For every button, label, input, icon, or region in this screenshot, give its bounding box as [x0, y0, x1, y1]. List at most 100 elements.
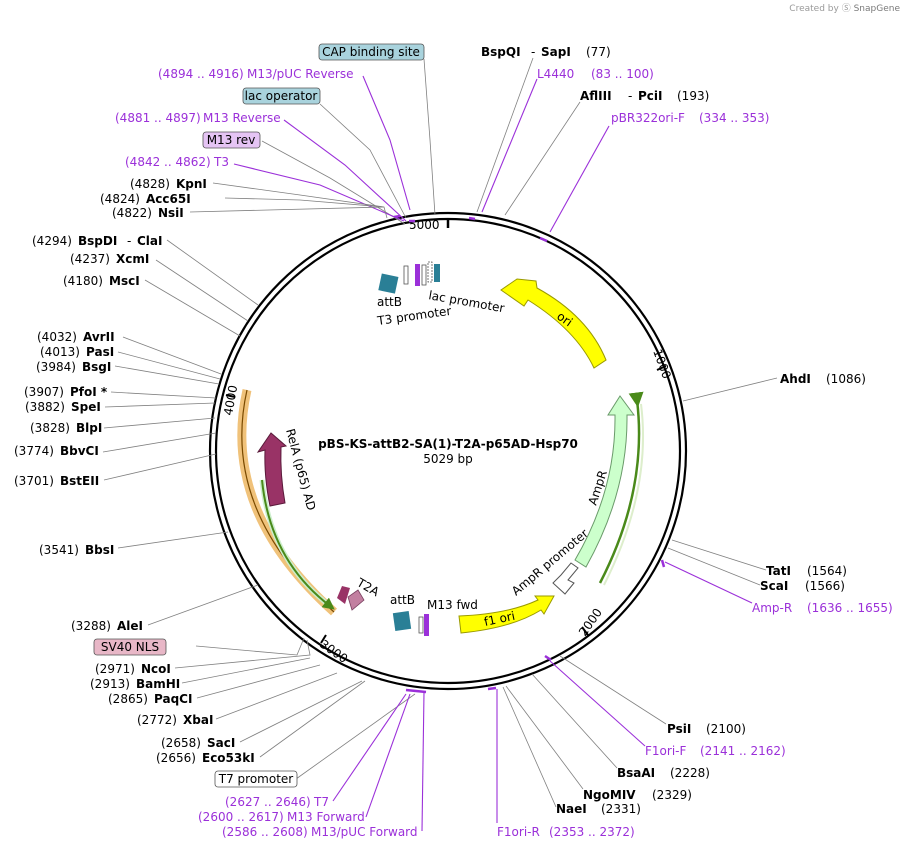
- label-t7-primer: (2627 .. 2646) T7: [225, 795, 329, 809]
- label-lacop: lac operator: [242, 87, 321, 105]
- label-f1ori-f: F1ori-F (2141 .. 2162): [645, 744, 786, 758]
- feature-attb-1-label: attB: [377, 295, 402, 309]
- label-bsteii: (3701) BstEII: [14, 474, 99, 488]
- label-spei: (3882) SpeI: [25, 400, 101, 414]
- leader-lines: [102, 57, 778, 832]
- label-acc65i: (4824) Acc65I: [100, 192, 191, 206]
- plasmid-length: 5029 bp: [423, 452, 473, 466]
- label-spei-pos: (3882): [25, 400, 65, 414]
- label-kpni: (4828) KpnI: [130, 177, 207, 191]
- svg-text:-: -: [628, 89, 632, 103]
- label-f1ori-f-pos: (2141 .. 2162): [700, 744, 786, 758]
- label-afliii-pos: (193): [677, 89, 709, 103]
- label-afliii-name: AflIII: [580, 89, 612, 103]
- label-sv40: SV40 NLS: [93, 638, 167, 656]
- label-blpi-pos: (3828): [30, 421, 70, 435]
- label-cap-name: CAP binding site: [322, 45, 420, 59]
- label-bbsi-name: BbsI: [85, 543, 114, 557]
- label-m13puc-rev: (4894 .. 4916) M13/pUC Reverse: [158, 67, 354, 81]
- rela-annotation-arc-bg: [237, 389, 338, 616]
- label-l4440: L4440 (83 .. 100): [537, 67, 654, 81]
- label-pfoi: (3907) PfoI *: [24, 385, 108, 399]
- tick-label-3000: 3000: [317, 637, 350, 666]
- label-t7prom-name: T7 promoter: [218, 772, 294, 786]
- label-bbvci: (3774) BbvCI: [14, 444, 99, 458]
- label-m13-reverse: (4881 .. 4897) M13 Reverse: [115, 111, 281, 125]
- label-paqci: (2865) PaqCI: [108, 692, 192, 706]
- label-m13puc-rev-name: M13/pUC Reverse: [247, 67, 354, 81]
- snapgene-logo-icon: Ⓢ: [841, 4, 851, 14]
- svg-text:-: -: [127, 234, 131, 248]
- label-psii-name: PsiI: [667, 722, 691, 736]
- label-t3-primer-name: T3: [213, 155, 229, 169]
- label-m13puc-fwd: (2586 .. 2608) M13/pUC Forward: [222, 825, 418, 839]
- label-scai-pos: (1566): [805, 579, 845, 593]
- tick-label-1000: 1000: [650, 347, 674, 380]
- feature-m13-fwd-label: M13 fwd: [427, 598, 478, 612]
- label-xbai-pos: (2772): [137, 713, 177, 727]
- label-afliii: AflIII - PciI (193): [580, 89, 709, 103]
- primer-marks: [393, 214, 666, 694]
- label-pfoi-name: PfoI *: [70, 385, 108, 399]
- label-bspqi: BspQI - SapI (77): [481, 45, 611, 59]
- label-bbvci-pos: (3774): [14, 444, 54, 458]
- label-msci: (4180) MscI: [63, 274, 140, 288]
- label-pasi-pos: (4013): [40, 345, 80, 359]
- label-pcii-name: PciI: [638, 89, 663, 103]
- label-m13puc-fwd-name: M13/pUC Forward: [311, 825, 418, 839]
- label-acc65i-pos: (4824): [100, 192, 140, 206]
- label-nsii-name: NsiI: [158, 206, 184, 220]
- label-bamhi-name: BamHI: [136, 677, 180, 691]
- ampr-annotation-arc: [598, 391, 644, 584]
- label-bspdi-pos: (4294): [32, 234, 72, 248]
- label-bamhi-pos: (2913): [90, 677, 130, 691]
- label-m13rev-box-name: M13 rev: [207, 133, 256, 147]
- label-bsgi-name: BsgI: [82, 360, 111, 374]
- label-alei-name: AleI: [117, 619, 143, 633]
- label-l4440-pos: (83 .. 100): [591, 67, 654, 81]
- label-alei: (3288) AleI: [71, 619, 143, 633]
- label-bsaai-pos: (2228): [670, 766, 710, 780]
- label-amp-r: Amp-R (1636 .. 1655): [752, 601, 893, 615]
- label-bsaai-name: BsaAI: [617, 766, 655, 780]
- label-lacop-name: lac operator: [245, 89, 318, 103]
- label-pbr322ori-f-pos: (334 .. 353): [699, 111, 769, 125]
- label-bbsi: (3541) BbsI: [39, 543, 114, 557]
- label-eco53ki-pos: (2656): [156, 751, 196, 765]
- label-xbai-name: XbaI: [183, 713, 213, 727]
- label-naei: NaeI (2331): [556, 802, 641, 816]
- label-nsii-pos: (4822): [112, 206, 152, 220]
- label-t7prom: T7 promoter: [214, 770, 298, 788]
- label-pfoi-pos: (3907): [24, 385, 64, 399]
- label-bspqi-pos: (77): [586, 45, 611, 59]
- label-tati: TatI (1564): [766, 564, 847, 578]
- label-f1ori-r-name: F1ori-R: [497, 825, 540, 839]
- label-m13-forward-name: M13 Forward: [287, 810, 365, 824]
- label-ncoi: (2971) NcoI: [95, 662, 171, 676]
- label-ahdi: AhdI (1086): [780, 372, 866, 386]
- label-pasi-name: PasI: [86, 345, 114, 359]
- label-msci-pos: (4180): [63, 274, 103, 288]
- label-bspdi: (4294) BspDI - ClaI: [32, 234, 162, 248]
- label-xcmi: (4237) XcmI: [70, 252, 149, 266]
- tick-marks: [225, 219, 667, 644]
- feature-f1-ori: f1 ori: [458, 595, 555, 634]
- label-alei-pos: (3288): [71, 619, 111, 633]
- label-saci-pos: (2658): [161, 736, 201, 750]
- label-m13-forward: (2600 .. 2617) M13 Forward: [198, 810, 365, 824]
- label-kpni-pos: (4828): [130, 177, 170, 191]
- label-t3-primer-pos: (4842 .. 4862): [125, 155, 211, 169]
- label-sv40-name: SV40 NLS: [101, 640, 159, 654]
- label-f1ori-f-name: F1ori-F: [645, 744, 686, 758]
- label-scai-name: ScaI: [760, 579, 788, 593]
- label-clai-name: ClaI: [137, 234, 162, 248]
- label-blpi: (3828) BlpI: [30, 421, 102, 435]
- label-nsii: (4822) NsiI: [112, 206, 184, 220]
- label-m13rev-box: M13 rev: [202, 131, 261, 149]
- label-psii-pos: (2100): [706, 722, 746, 736]
- feature-attb-1: attB: [377, 273, 402, 309]
- credit-brand: SnapGene: [853, 4, 900, 14]
- label-amp-r-name: Amp-R: [752, 601, 792, 615]
- feature-attb-2-label: attB: [390, 593, 415, 607]
- feature-m13-fwd: M13 fwd: [418, 598, 478, 636]
